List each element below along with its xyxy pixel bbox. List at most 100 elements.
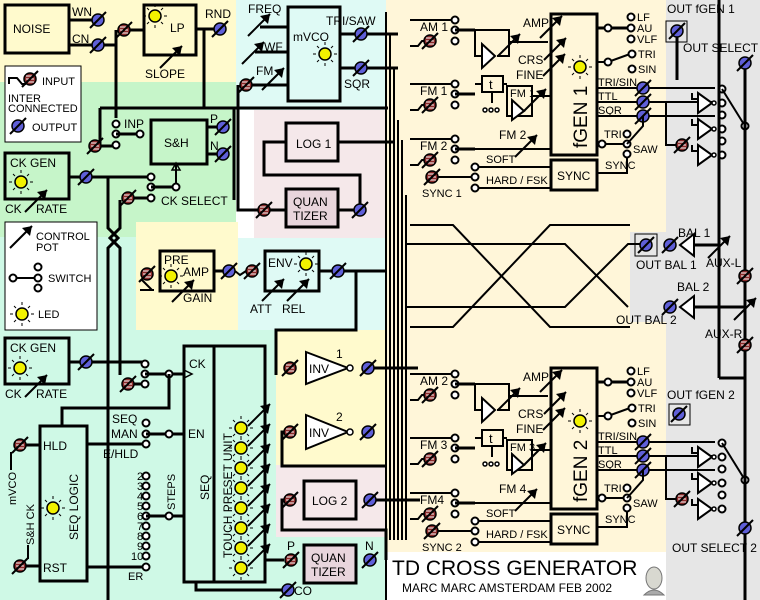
mode-tri-label: TRI — [604, 129, 622, 141]
svg-text:E/HLD: E/HLD — [103, 447, 139, 461]
wave-switch[interactable] — [603, 411, 613, 421]
svg-text:OUT BAL 2: OUT BAL 2 — [616, 313, 677, 327]
t-range-pin-1[interactable] — [488, 107, 494, 113]
am-switch-pin-0[interactable] — [450, 369, 460, 379]
fm1-switch-pin-2[interactable] — [450, 100, 460, 110]
step-option-label: 10 — [131, 551, 143, 563]
svg-text:ATT: ATT — [250, 302, 272, 316]
range-vlf-pin[interactable] — [626, 388, 636, 398]
range-switch[interactable] — [603, 23, 613, 33]
am-label: AM 2 — [420, 374, 448, 388]
mode-sync-pin[interactable] — [622, 503, 632, 513]
svg-text:BAL 2: BAL 2 — [677, 280, 710, 294]
out-select-pin-2[interactable] — [717, 464, 727, 474]
sync-switch-pin-0[interactable] — [470, 516, 480, 526]
wave-switch[interactable] — [603, 57, 613, 67]
fm1-switch-pin-0[interactable] — [450, 79, 460, 89]
svg-text:EN: EN — [188, 427, 205, 441]
range-lf-pin[interactable] — [626, 366, 636, 376]
seq-en-switch[interactable] — [164, 429, 174, 439]
seq-mode-seq-pin[interactable] — [141, 418, 151, 428]
am-switch-pin-2[interactable] — [450, 390, 460, 400]
inv1-module — [305, 350, 351, 386]
wave-sin-pin[interactable] — [627, 64, 637, 74]
fm2-switch-pin-0[interactable] — [450, 134, 460, 144]
t-range-pin-2[interactable] — [494, 107, 500, 113]
mode-switch[interactable] — [597, 493, 607, 503]
wave-tri-pin[interactable] — [627, 49, 637, 59]
step-er-pin[interactable] — [141, 562, 151, 572]
t-range-pin-0[interactable] — [482, 461, 488, 467]
step-option-9-pin[interactable] — [141, 541, 151, 551]
sync-switch-pin-0[interactable] — [470, 162, 480, 172]
sync-switch-pin-1[interactable] — [470, 526, 480, 536]
t-range-pin-1[interactable] — [488, 461, 494, 467]
mode-tri-pin[interactable] — [622, 483, 632, 493]
range-au-pin[interactable] — [626, 23, 636, 33]
zone-inv — [276, 330, 386, 465]
out-select-pin-4[interactable] — [717, 490, 727, 500]
mode-sync-pin[interactable] — [622, 149, 632, 159]
out-select-pin-1[interactable] — [717, 452, 727, 462]
noise-module — [3, 3, 71, 55]
step-option-2-pin[interactable] — [141, 471, 151, 481]
range-switch[interactable] — [603, 377, 613, 387]
svg-text:POT: POT — [36, 242, 59, 254]
step-option-8-pin[interactable] — [141, 531, 151, 541]
fm1-switch-pin-2[interactable] — [450, 454, 460, 464]
range-au-pin[interactable] — [626, 377, 636, 387]
step-option-5-pin[interactable] — [141, 501, 151, 511]
range-lf-label: LF — [637, 366, 650, 378]
svg-text:OUT BAL 1: OUT BAL 1 — [636, 258, 697, 272]
steps-switch[interactable] — [164, 511, 174, 521]
am-switch-pin-0[interactable] — [450, 15, 460, 25]
svg-text:RATE: RATE — [36, 387, 67, 401]
svg-text:SEQ: SEQ — [112, 412, 137, 426]
range-vlf-label: VLF — [637, 388, 657, 400]
mode-tri-pin[interactable] — [622, 129, 632, 139]
seq-label: SEQ — [198, 475, 212, 500]
t-range-pin-0[interactable] — [482, 107, 488, 113]
mode-switch[interactable] — [597, 139, 607, 149]
sync-switch-pin-1[interactable] — [470, 172, 480, 182]
am-label: AM 1 — [420, 20, 448, 34]
svg-text:OUT fGEN 2: OUT fGEN 2 — [667, 388, 735, 402]
fm2-switch-pin-0[interactable] — [450, 488, 460, 498]
crs-label: CRS — [518, 407, 543, 421]
legend-led-label: LED — [38, 309, 59, 321]
svg-text:N: N — [365, 539, 374, 553]
step-option-7-pin[interactable] — [141, 521, 151, 531]
out-select-pin-5[interactable] — [717, 504, 727, 514]
mvco-module — [286, 5, 342, 103]
out-select-pin-3[interactable] — [717, 478, 727, 488]
step-option-3-pin[interactable] — [141, 481, 151, 491]
out-2-label: SQR — [598, 459, 622, 471]
fm-inverter — [511, 97, 526, 122]
touch-preset-label: TOUCH PRESET UNIT — [221, 432, 235, 558]
svg-text:P: P — [210, 112, 218, 126]
sync-switch-pin-2[interactable] — [470, 537, 480, 547]
sync-in-label: SYNC 1 — [422, 188, 462, 200]
mode-saw-label: SAW — [633, 498, 658, 510]
wave-tri-pin[interactable] — [627, 403, 637, 413]
sh-label: S&H — [164, 136, 189, 150]
step-option-4-pin[interactable] — [141, 491, 151, 501]
svg-text:1: 1 — [336, 347, 343, 361]
wave-sin-pin[interactable] — [627, 418, 637, 428]
fgen-label: fGEN 1 — [571, 86, 592, 148]
t-range-pin-2[interactable] — [494, 461, 500, 467]
range-lf-pin[interactable] — [626, 12, 636, 22]
fm2-switch-pin-2[interactable] — [450, 155, 460, 165]
seq-mode-ehld-pin[interactable] — [141, 439, 151, 449]
fgen-module — [549, 366, 599, 511]
range-au-label: AU — [637, 377, 652, 389]
am-switch-pin-2[interactable] — [450, 36, 460, 46]
fm2-switch-pin-2[interactable] — [450, 509, 460, 519]
ck-select-switch[interactable] — [171, 182, 181, 192]
fm1-switch-pin-0[interactable] — [450, 433, 460, 443]
svg-text:CK: CK — [5, 387, 22, 401]
sh-inp-switch[interactable] — [135, 129, 145, 139]
sync-switch-pin-2[interactable] — [470, 183, 480, 193]
step-option-10-pin[interactable] — [141, 551, 151, 561]
range-vlf-pin[interactable] — [626, 34, 636, 44]
